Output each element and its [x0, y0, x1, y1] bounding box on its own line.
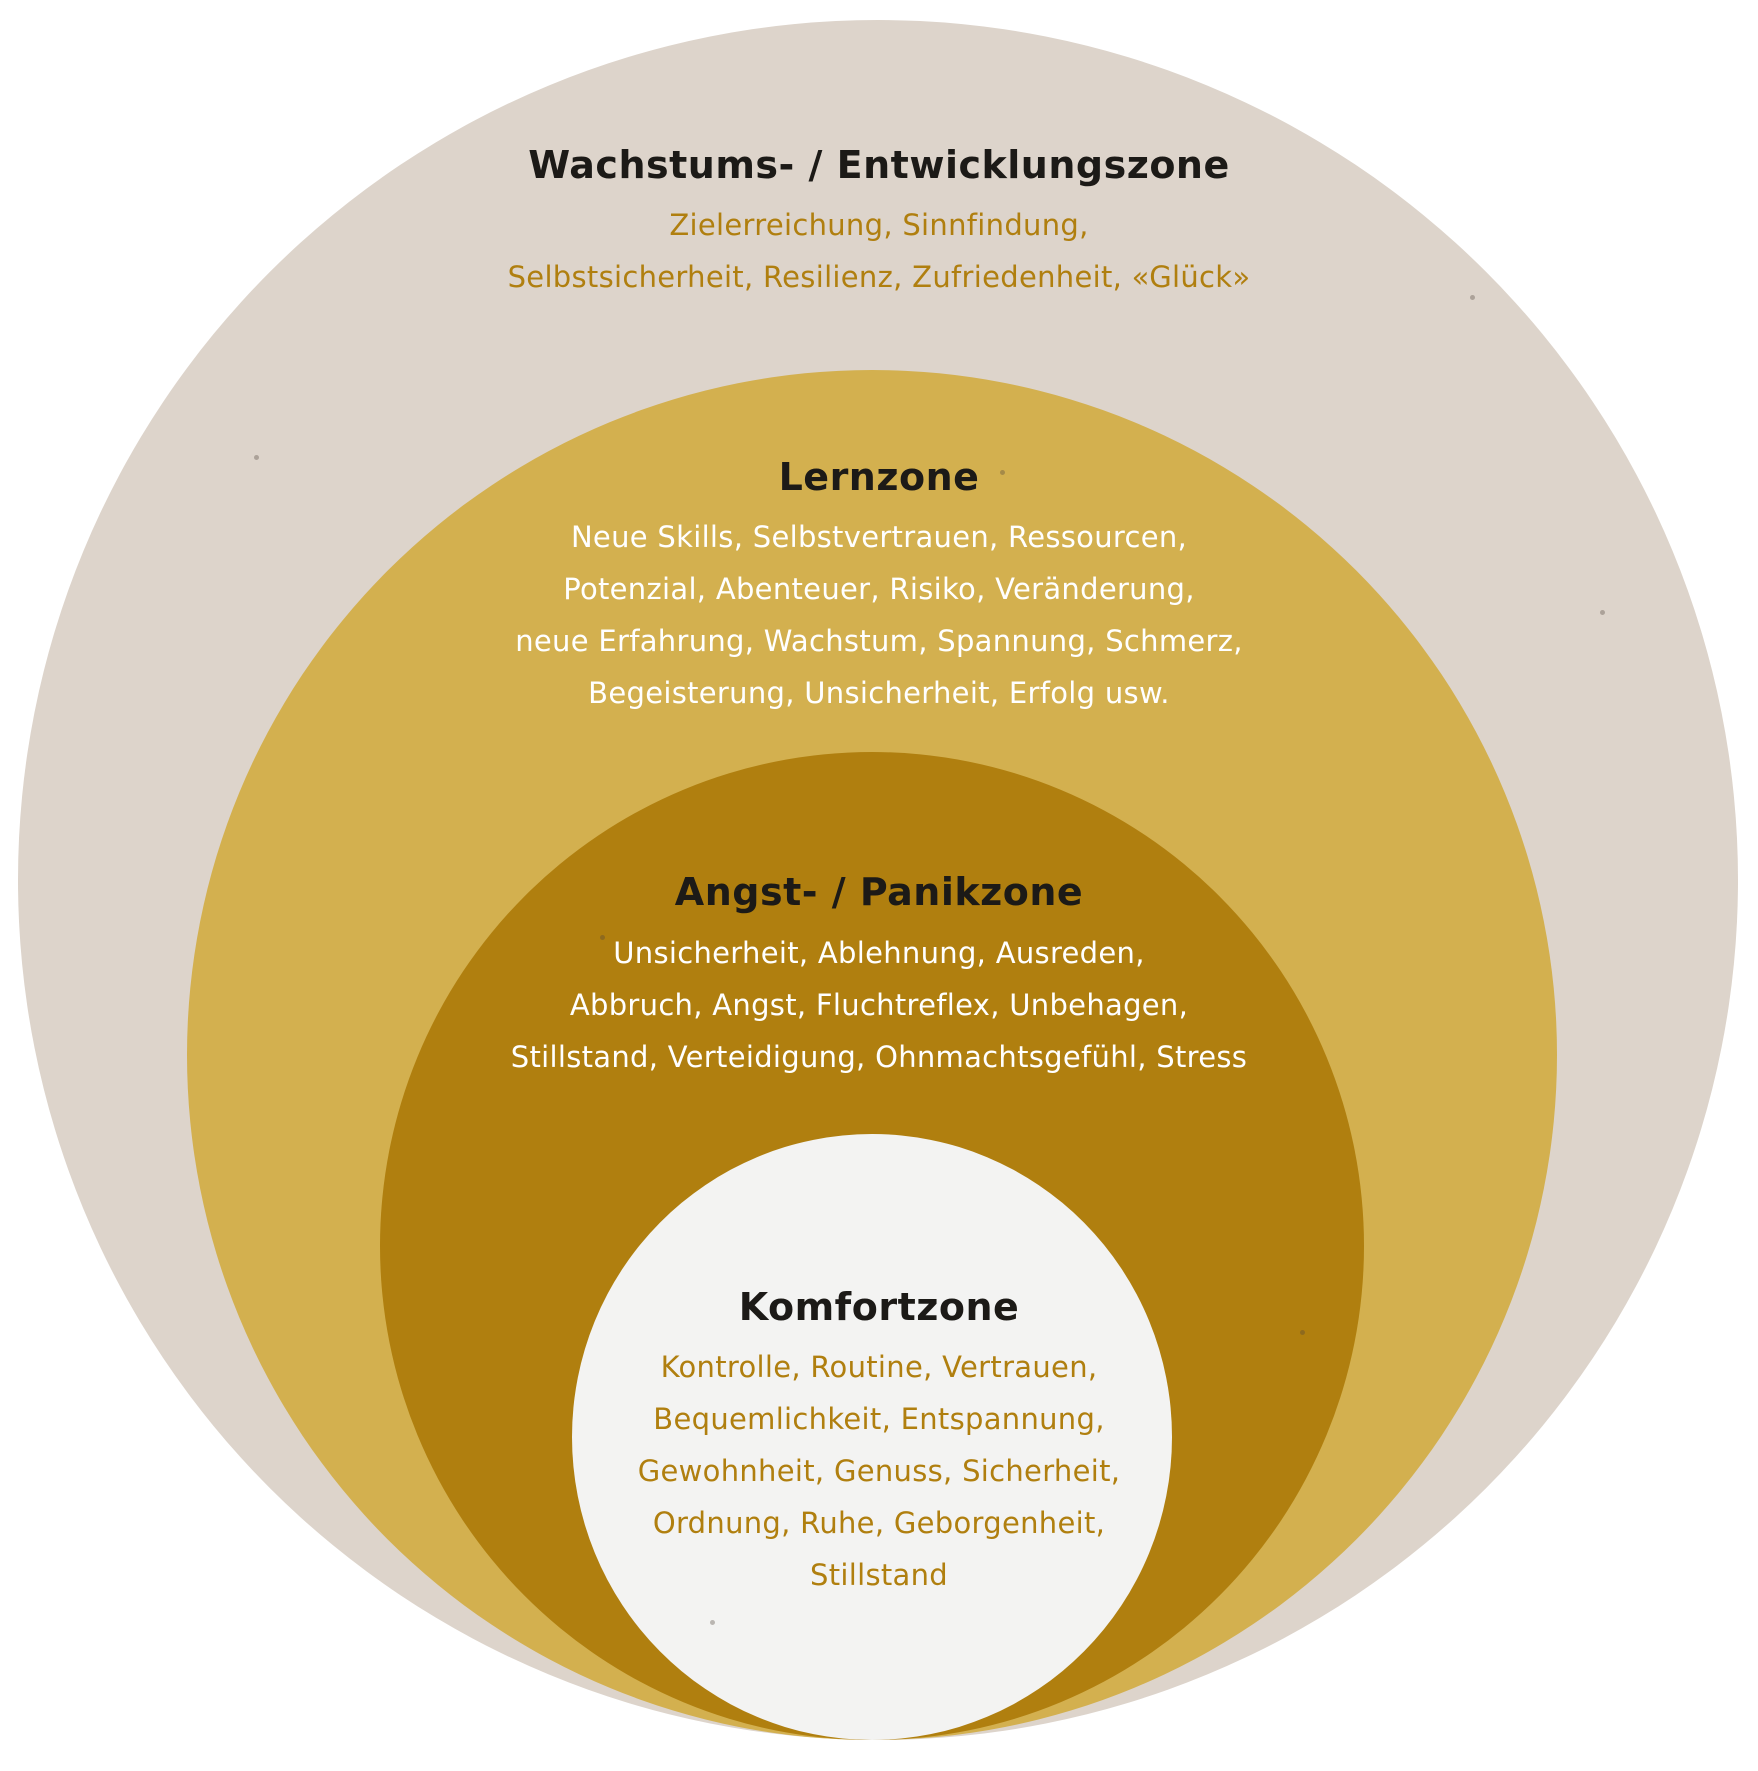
paper-speck: [254, 455, 259, 460]
paper-speck: [600, 935, 605, 940]
comfort-zone-line-1: Kontrolle, Routine, Vertrauen,: [660, 1350, 1098, 1384]
comfort-zone-line-4: Ordnung, Ruhe, Geborgenheit,: [652, 1506, 1106, 1540]
comfort-zone-title: Komfortzone: [738, 1285, 1020, 1329]
comfort-zone-circle: [572, 1134, 1172, 1740]
paper-speck: [1600, 610, 1605, 615]
paper-speck: [710, 1620, 715, 1625]
learning-zone-line-4: Begeisterung, Unsicherheit, Erfolg usw.: [588, 676, 1170, 710]
fear-zone-line-3: Stillstand, Verteidigung, Ohnmachtsgefüh…: [510, 1040, 1248, 1074]
learning-zone-line-2: Potenzial, Abenteuer, Risiko, Veränderun…: [563, 572, 1195, 606]
fear-zone-line-1: Unsicherheit, Ablehnung, Ausreden,: [613, 936, 1145, 970]
growth-zone-line-2: Selbstsicherheit, Resilienz, Zufriedenhe…: [507, 260, 1251, 294]
comfort-zone-line-3: Gewohnheit, Genuss, Sicherheit,: [637, 1454, 1121, 1488]
growth-zone-title: Wachstums- / Entwicklungszone: [528, 143, 1230, 187]
comfort-zone-line-2: Bequemlichkeit, Entspannung,: [653, 1402, 1105, 1436]
paper-speck: [1470, 295, 1475, 300]
paper-speck: [1000, 470, 1005, 475]
learning-zone-line-3: neue Erfahrung, Wachstum, Spannung, Schm…: [515, 624, 1243, 658]
learning-zone-line-1: Neue Skills, Selbstvertrauen, Ressourcen…: [570, 520, 1188, 554]
fear-zone-title: Angst- / Panikzone: [674, 870, 1084, 914]
paper-speck: [1300, 1330, 1305, 1335]
comfort-zone-line-5: Stillstand: [810, 1558, 948, 1592]
growth-zone-line-1: Zielerreichung, Sinnfindung,: [669, 208, 1089, 242]
fear-zone-line-2: Abbruch, Angst, Fluchtreflex, Unbehagen,: [569, 988, 1189, 1022]
learning-zone-title: Lernzone: [778, 455, 980, 499]
